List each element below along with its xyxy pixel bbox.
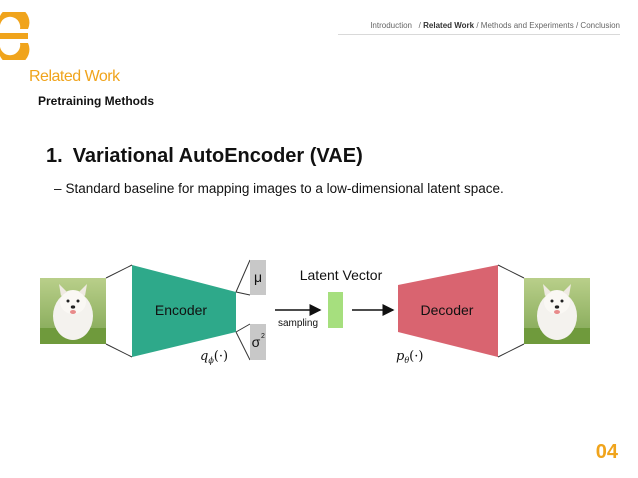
decoder-label: Decoder (421, 302, 474, 318)
mu-connector-top (235, 259, 251, 293)
sigma-connector-top (235, 323, 251, 333)
heading-text: Variational AutoEncoder (VAE) (72, 145, 363, 167)
sigma-label: σ (252, 334, 261, 350)
breadcrumb-separator: / (418, 21, 421, 30)
breadcrumb: Introduction / Related Work / Methods an… (370, 21, 620, 30)
decoder-block (398, 265, 498, 357)
sigma-connector-bottom (235, 331, 251, 361)
output-connector-top (497, 264, 525, 279)
mu-connector-bottom (235, 291, 251, 296)
encoder-label: Encoder (155, 302, 207, 318)
sampling-label: sampling (278, 318, 318, 329)
bullet-point: –Standard baseline for mapping images to… (54, 181, 504, 196)
bullet-dash: – (54, 181, 62, 196)
breadcrumb-introduction[interactable]: Introduction (370, 21, 412, 30)
input-connector-top (105, 264, 133, 279)
slide-heading: 1. Variational AutoEncoder (VAE) (46, 145, 363, 168)
vae-diagram: Encoder μ σ 2 sampling Latent Vector Dec… (40, 259, 590, 365)
latent-vector (328, 292, 343, 328)
page-number: 04 (595, 441, 618, 463)
mu-label: μ (254, 269, 262, 285)
bullet-text: Standard baseline for mapping images to … (65, 181, 504, 196)
encoder-block (132, 265, 236, 357)
input-connector-bottom (105, 343, 133, 358)
section-title: Related Work (29, 68, 120, 85)
mu-box (250, 260, 266, 295)
output-dog-image (524, 278, 590, 344)
sigma-box (250, 324, 266, 360)
heading-number: 1. (46, 145, 63, 167)
header-divider (338, 34, 620, 35)
sigma-superscript: 2 (261, 333, 265, 340)
logo-icon (0, 12, 30, 60)
breadcrumb-rest[interactable]: / Methods and Experiments / Conclusion (476, 21, 620, 30)
encoder-function-label: qϕ(·) (200, 349, 228, 365)
input-dog-image (40, 278, 106, 344)
output-connector-bottom (497, 343, 525, 358)
subsection-title: Pretraining Methods (38, 94, 155, 108)
breadcrumb-related-work[interactable]: Related Work (423, 21, 475, 30)
latent-vector-label: Latent Vector (300, 267, 383, 283)
decoder-function-label: pθ(·) (396, 349, 423, 365)
